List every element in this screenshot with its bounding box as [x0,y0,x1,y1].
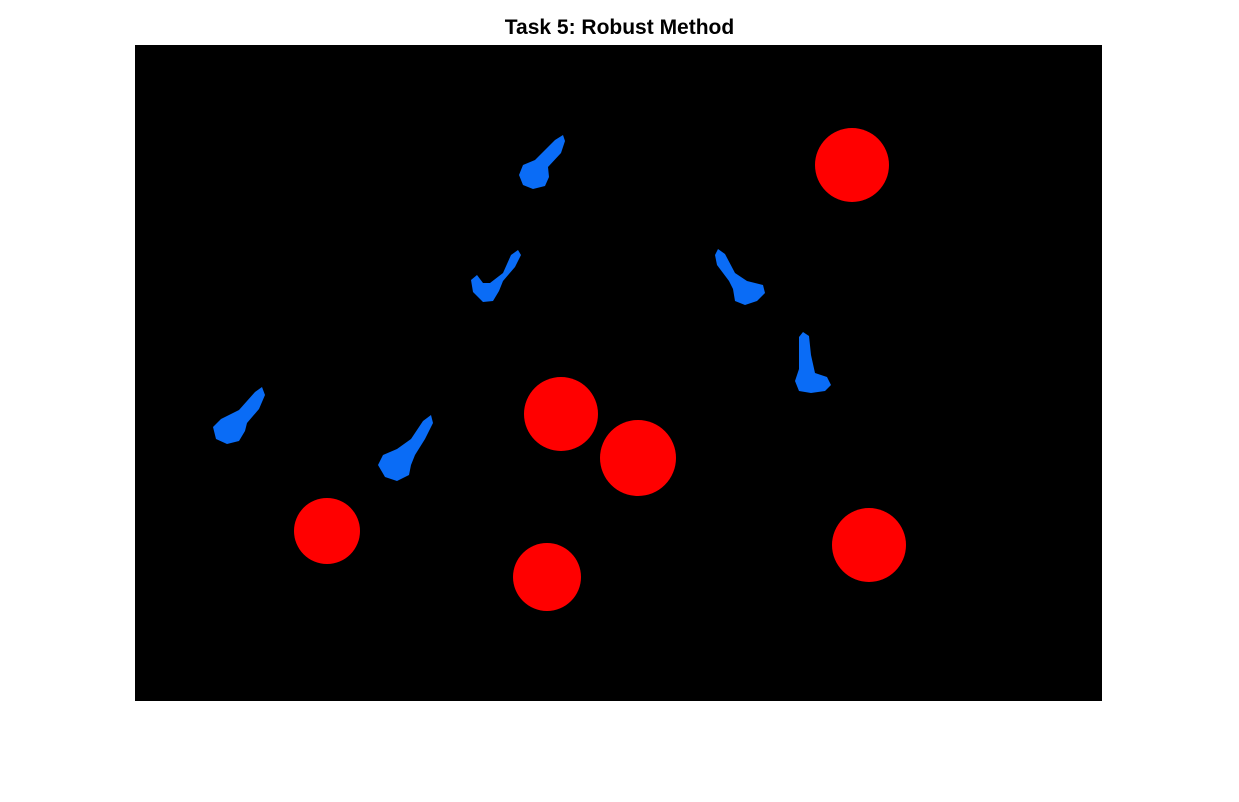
image-background [135,45,1102,701]
figure-title: Task 5: Robust Method [504,16,735,39]
blue-screw [795,332,831,393]
blue-screw [715,249,765,305]
red-circle [832,508,906,582]
screw-group [213,135,831,481]
image-axes [135,45,1102,701]
blue-screw [471,250,521,302]
red-circle [513,543,581,611]
red-circle [600,420,676,496]
red-circle [815,128,889,202]
blue-screw [519,135,565,189]
red-circle [294,498,360,564]
red-circle [524,377,598,451]
blue-screw [213,387,265,444]
segmentation-image [135,45,1102,701]
circle-group [294,128,906,611]
blue-screw [378,415,433,481]
